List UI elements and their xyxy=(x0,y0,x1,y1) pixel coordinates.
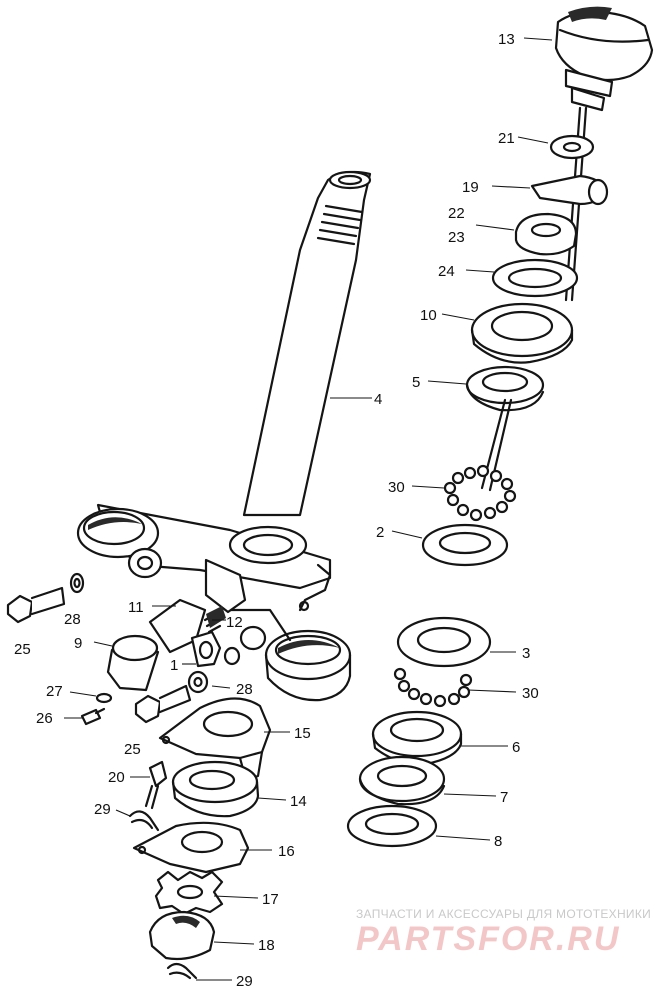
callout-29-lower: 29 xyxy=(236,973,253,990)
part-16-plate xyxy=(132,821,250,874)
callout-2: 2 xyxy=(376,524,384,541)
part-26-screw xyxy=(80,707,106,726)
part-9-bushing xyxy=(106,634,160,692)
callout-28-left: 28 xyxy=(64,611,81,628)
callout-7: 7 xyxy=(500,789,508,806)
callout-25-left: 25 xyxy=(14,641,31,658)
part-29-cotter-pin-upper xyxy=(128,810,160,832)
callout-28-lower: 28 xyxy=(236,681,253,698)
callout-27: 27 xyxy=(46,683,63,700)
part-12-spring xyxy=(203,606,226,634)
callout-6: 6 xyxy=(512,739,520,756)
part-25-bolt-left xyxy=(6,586,66,624)
part-6-bottom-cone-race xyxy=(371,710,463,766)
part-13-stem-nut-knob xyxy=(554,6,654,302)
part-25-bolt-lower xyxy=(134,684,192,724)
part-22-23-adjusting-nut xyxy=(514,212,578,256)
part-17-star-washer xyxy=(154,870,224,916)
part-4-steering-stem-bottom-bridge xyxy=(76,170,372,702)
part-30-steel-balls-upper xyxy=(443,464,517,522)
part-28-washer-left xyxy=(69,572,85,594)
callout-16: 16 xyxy=(278,843,295,860)
callout-numbers: 13 21 19 22 23 24 10 5 4 30 2 25 28 11 1… xyxy=(14,31,539,990)
part-29-cotter-pin-lower xyxy=(166,962,198,980)
callout-12: 12 xyxy=(226,614,243,631)
part-14-lock-case xyxy=(171,760,260,818)
part-2-washer xyxy=(421,523,509,567)
part-15-lock-plate xyxy=(158,697,272,782)
watermark-tagline: ЗАПЧАСТИ И АКСЕССУАРЫ ДЛЯ МОТОТЕХНИКИ xyxy=(356,907,651,921)
part-1-clip xyxy=(190,630,241,668)
leader-lines xyxy=(64,37,553,981)
watermark-brand: PARTSFOR.RU xyxy=(356,920,620,958)
part-20-cylinder-pin xyxy=(144,760,168,810)
part-7-dust-seal xyxy=(358,755,446,806)
callout-30-lower: 30 xyxy=(522,685,539,702)
callout-23: 23 xyxy=(448,229,465,246)
watermark: ЗАПЧАСТИ И АКСЕССУАРЫ ДЛЯ МОТОТЕХНИКИ PA… xyxy=(356,907,651,958)
callout-26: 26 xyxy=(36,710,53,727)
part-19-wing-bolt xyxy=(530,174,609,206)
callout-21: 21 xyxy=(498,130,515,147)
part-21-nut xyxy=(549,134,595,160)
callout-25-lower: 25 xyxy=(124,741,141,758)
callout-8: 8 xyxy=(494,833,502,850)
part-10-top-cone-race xyxy=(470,302,574,364)
callout-19: 19 xyxy=(462,179,479,196)
part-30-steel-balls-lower xyxy=(393,667,473,708)
part-27-washer xyxy=(95,692,113,704)
callout-29-upper: 29 xyxy=(94,801,111,818)
callout-9: 9 xyxy=(74,635,82,652)
callout-11: 11 xyxy=(128,599,144,616)
callout-5: 5 xyxy=(412,374,420,391)
part-8-washer xyxy=(346,804,438,848)
callout-10: 10 xyxy=(420,307,437,324)
callout-13: 13 xyxy=(498,31,515,48)
part-18-cap xyxy=(148,910,216,961)
part-3-dust-seal xyxy=(396,616,492,668)
part-24-washer xyxy=(491,258,579,298)
callout-4: 4 xyxy=(374,391,382,408)
part-28-washer-lower xyxy=(187,670,209,694)
callout-14: 14 xyxy=(290,793,307,810)
callout-20: 20 xyxy=(108,769,125,786)
callout-3: 3 xyxy=(522,645,530,662)
callout-22: 22 xyxy=(448,205,465,222)
callout-18: 18 xyxy=(258,937,275,954)
callout-30-upper: 30 xyxy=(388,479,405,496)
callout-17: 17 xyxy=(262,891,279,908)
callout-1: 1 xyxy=(170,657,178,674)
callout-24: 24 xyxy=(438,263,455,280)
callout-15: 15 xyxy=(294,725,311,742)
